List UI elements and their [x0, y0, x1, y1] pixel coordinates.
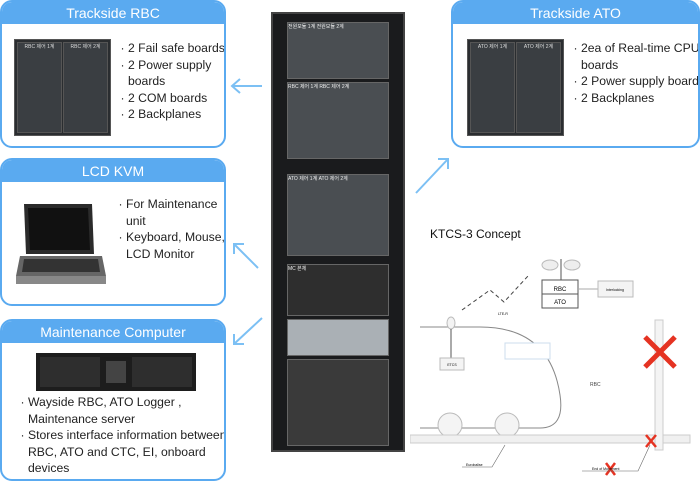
board-label: ATO 제어 1계: [470, 42, 515, 133]
board-label: RBC 제어 1계: [17, 42, 62, 133]
patch-panel: [287, 319, 389, 356]
arrow-icon: [415, 158, 449, 194]
list-item: 2 Fail safe boards: [128, 40, 224, 57]
interlocking-label: Interlocking: [606, 288, 624, 292]
server-photo: [36, 353, 196, 391]
list-item: 2 Power supply boards: [581, 73, 698, 90]
lte-label: LTE-R: [498, 312, 508, 316]
power-module: 전원모듈 1계 전원모듈 2계: [287, 22, 389, 79]
ato-board-photo: ATO 제어 1계 ATO 제어 2계: [467, 39, 564, 136]
rack-label: RBC 제어 2계: [319, 84, 350, 90]
list-item: 2 Backplanes: [128, 106, 224, 123]
rbc-board-photo: RBC 제어 1계 RBC 제어 2계: [14, 39, 111, 136]
list-item: 2 COM boards: [128, 90, 224, 107]
list-item: 2 Backplanes: [581, 90, 698, 107]
panel-title: Trackside RBC: [2, 2, 224, 24]
trackside-rbc-panel: Trackside RBC RBC 제어 1계 RBC 제어 2계 2 Fail…: [0, 0, 226, 148]
trackside-ato-panel: Trackside ATO ATO 제어 1계 ATO 제어 2계 2ea of…: [451, 0, 700, 148]
lcd-kvm-panel: LCD KVM For Maintenance unit Keyboard, M…: [0, 158, 226, 306]
arrow-icon: [233, 243, 259, 269]
rack-label: RBC 제어 1계: [288, 84, 318, 90]
kvm-photo: [16, 204, 106, 284]
rbc-module: RBC 제어 1계 RBC 제어 2계: [287, 82, 389, 159]
equipment-rack-photo: 전원모듈 1계 전원모듈 2계 RBC 제어 1계 RBC 제어 2계 ATO …: [271, 12, 405, 452]
rbc-area-label: RBC: [590, 382, 601, 388]
etcs-label: ETCS: [447, 363, 457, 367]
list-item: Stores interface information between RBC…: [28, 427, 224, 477]
panel-title: Trackside ATO: [453, 2, 698, 24]
list-item: For Maintenance unit: [126, 196, 224, 229]
board-label: RBC 제어 2계: [63, 42, 108, 133]
blank-panels: [287, 359, 389, 446]
list-item: Keyboard, Mouse, LCD Monitor: [126, 229, 224, 262]
panel-title: Maintenance Computer: [2, 321, 224, 343]
list-item: 2 Power supply boards: [128, 57, 224, 90]
rbc-label: RBC: [554, 287, 567, 293]
eurobalise-label: Eurobalise: [466, 463, 483, 467]
arrow-icon: [230, 78, 262, 94]
ato-label: ATO: [554, 300, 566, 306]
panel-title: LCD KVM: [2, 160, 224, 182]
rack-label: 전원모듈 2계: [316, 24, 344, 30]
list-item: 2ea of Real-time CPU boards: [581, 40, 698, 73]
rack-label: MC 본체: [288, 266, 307, 272]
rack-label: 전원모듈 1계: [288, 24, 316, 30]
board-label: ATO 제어 2계: [516, 42, 561, 133]
mc-module: MC 본체: [287, 264, 389, 316]
arrow-icon: [233, 317, 263, 345]
ktcs3-concept-diagram: RBC ATO Interlocking LTE-R ETCS RBC Euro…: [410, 259, 691, 476]
ato-module: ATO 제어 1계 ATO 제어 2계: [287, 174, 389, 256]
concept-title: KTCS-3 Concept: [430, 227, 521, 241]
rack-label: ATO 제어 1계: [288, 176, 318, 182]
eoa-label: End of Movement: [592, 467, 619, 471]
maintenance-computer-panel: Maintenance Computer Wayside RBC, ATO Lo…: [0, 319, 226, 481]
list-item: Wayside RBC, ATO Logger , Maintenance se…: [28, 394, 224, 427]
rack-label: ATO 제어 2계: [318, 176, 348, 182]
